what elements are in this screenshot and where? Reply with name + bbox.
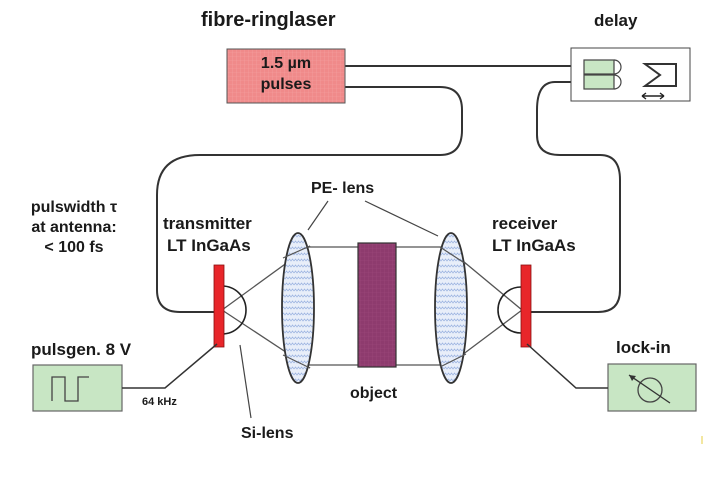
pulsewidth-line2: at antenna:: [31, 219, 117, 236]
transmitter-antenna: [213, 264, 225, 348]
pe-lens-left: [281, 232, 315, 384]
pulsgen-label: pulsgen. 8 V: [31, 340, 132, 359]
si-lens-label: Si-lens: [241, 425, 294, 442]
si-lens-transmitter: [221, 285, 247, 335]
wire-pulsgen-to-transmitter: [122, 343, 218, 389]
si-lens-receiver: [497, 286, 522, 334]
pe-lens-right: [434, 232, 468, 384]
pulsewidth-line1: pulswidth τ: [30, 199, 118, 216]
object-sample: [357, 242, 397, 368]
object-label: object: [350, 385, 398, 402]
receiver-label-line2: LT InGaAs: [492, 236, 576, 255]
meter-icon: [637, 377, 663, 403]
pointer-lines: [239, 200, 439, 419]
double-arrow-icon: [641, 92, 665, 100]
laser-label-line2: pulses: [260, 76, 312, 93]
lockin-box: [607, 363, 697, 412]
delay-coupler-top: [583, 59, 615, 75]
corner-marker: [701, 436, 703, 444]
retroreflector-icon: [641, 63, 677, 87]
fiber-laser-to-transmitter: [156, 86, 463, 313]
lockin-label: lock-in: [616, 338, 671, 357]
laser-box: [226, 48, 346, 104]
delay-label: delay: [594, 11, 638, 30]
transmitter-label-line2: LT InGaAs: [167, 236, 251, 255]
transmitter-label-line1: transmitter: [163, 214, 252, 233]
square-wave-icon: [51, 376, 89, 402]
receiver-antenna: [520, 264, 532, 348]
wire-receiver-to-lockin: [526, 343, 608, 389]
delay-coupler-bottom: [583, 74, 615, 90]
fiber-delay-to-receiver: [530, 81, 621, 313]
pulsgen-frequency: 64 kHz: [142, 396, 177, 408]
delay-box: [570, 47, 691, 102]
receiver-label-line1: receiver: [492, 214, 558, 233]
title-fibre-ringlaser: fibre-ringlaser: [201, 9, 336, 31]
pulsewidth-line3: < 100 fs: [44, 239, 104, 256]
laser-label-line1: 1.5 µm: [260, 55, 312, 72]
pe-lens-label: PE- lens: [311, 180, 375, 197]
